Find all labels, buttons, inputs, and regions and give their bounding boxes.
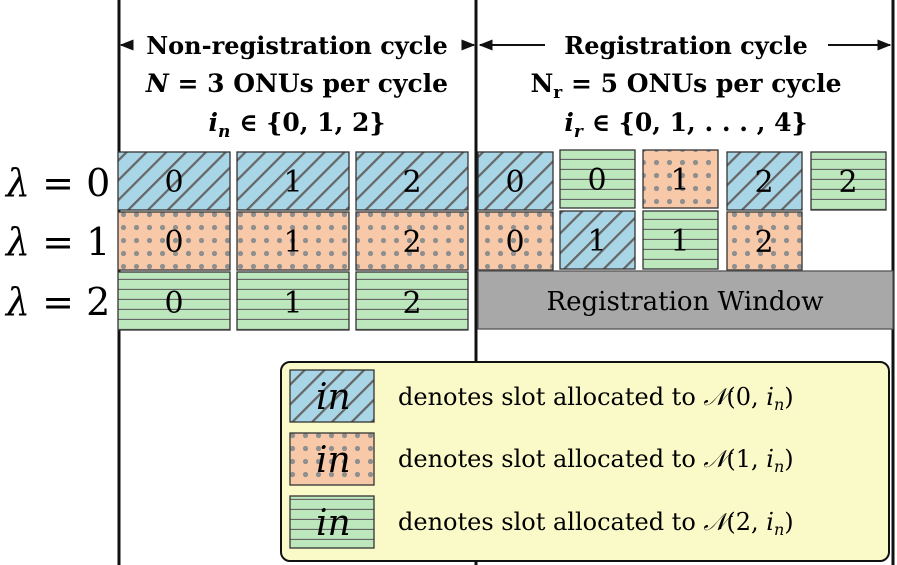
slot-label: 2 — [402, 286, 421, 321]
slot-label: 2 — [402, 225, 421, 260]
reg-ir-line: ir ∈ {0, 1, . . . , 4} — [564, 108, 807, 142]
slot-rect — [117, 211, 231, 271]
legend-text-0: denotes slot allocated to 𝒩(0, in) — [398, 383, 794, 414]
slot-label: 2 — [754, 225, 773, 260]
registration-window-label: Registration Window — [547, 287, 824, 317]
dots-swatch-icon — [289, 432, 375, 486]
slot-rect — [236, 211, 350, 271]
reg-slot-r1-2: 1 — [642, 210, 719, 270]
legend-swatch-label: in — [316, 440, 351, 481]
legend-swatch-label: in — [316, 377, 351, 418]
reg-n-sub: r — [553, 83, 563, 103]
nonreg-header: Non-registration cycle N = 3 ONUs per cy… — [119, 31, 476, 142]
legend-text-2: denotes slot allocated to 𝒩(2, in) — [398, 508, 794, 539]
row-label-lambda-2: λ = 2 — [4, 280, 110, 324]
row-label-lambda-1: λ = 1 — [4, 220, 110, 264]
slot-label: 1 — [283, 165, 302, 200]
hatch-swatch-icon — [289, 369, 375, 423]
nonreg-slot-r0-c0: 0 — [117, 151, 231, 211]
slot-label: 2 — [838, 165, 857, 200]
reg-n-var: N — [530, 69, 553, 98]
reg-slot-r0-2: 1 — [642, 149, 719, 209]
slot-label: 1 — [283, 225, 302, 260]
legend-text-1: denotes slot allocated to 𝒩(1, in) — [398, 445, 794, 476]
nonreg-slot-r1-c0: 0 — [117, 211, 231, 271]
nonreg-n-rest: = 3 ONUs per cycle — [169, 69, 448, 98]
slot-rect — [477, 211, 554, 271]
slot-rect — [810, 151, 887, 211]
reg-slot-r0-0: 0 — [477, 151, 554, 211]
nonreg-slot-r1-c1: 1 — [236, 211, 350, 271]
nonreg-slot-r1-c2: 2 — [355, 211, 469, 271]
nonreg-slot-r0-c1: 1 — [236, 151, 350, 211]
row-label-lambda-0: λ = 0 — [4, 161, 110, 205]
registration-window-rect — [477, 270, 894, 330]
reg-onus-line: Nr = 5 ONUs per cycle — [530, 69, 841, 103]
nonreg-onus-line: N = 3 ONUs per cycle — [145, 69, 448, 98]
slot-label: 0 — [587, 163, 606, 198]
slot-rect — [117, 271, 231, 331]
reg-n-rest: = 5 ONUs per cycle — [562, 69, 841, 98]
slot-label: 1 — [670, 224, 689, 259]
reg-slot-r1-1: 1 — [559, 210, 636, 270]
nonreg-i-var: i — [209, 108, 219, 137]
legend-box — [280, 361, 890, 562]
nonreg-slot-r2-c1: 1 — [236, 271, 350, 331]
reg-header: Registration cycle Nr = 5 ONUs per cycle… — [478, 31, 892, 142]
slot-rect — [726, 211, 803, 271]
slot-rect — [355, 211, 469, 271]
slot-label: 2 — [754, 165, 773, 200]
reg-i-sub: r — [574, 122, 584, 142]
slot-label: 0 — [164, 225, 183, 260]
slot-rect — [355, 151, 469, 211]
legend-item-dots: in denotes slot allocated to 𝒩(1, in) — [289, 432, 794, 486]
slot-rect — [236, 271, 350, 331]
legend-item-hatch: in denotes slot allocated to 𝒩(0, in) — [289, 369, 794, 423]
slot-rect — [236, 151, 350, 211]
slot-label: 0 — [505, 225, 524, 260]
reg-slot-r0-4: 2 — [810, 151, 887, 211]
slot-label: 0 — [164, 286, 183, 321]
slot-rect — [355, 271, 469, 331]
slot-label: 2 — [402, 165, 421, 200]
reg-slot-r0-1: 0 — [559, 149, 636, 209]
slot-rect — [642, 149, 719, 209]
legend: in denotes slot allocated to 𝒩(0, in) in… — [280, 361, 890, 562]
nonreg-slot-r0-c2: 2 — [355, 151, 469, 211]
slot-label: 1 — [283, 286, 302, 321]
registration-window: Registration Window — [477, 270, 894, 330]
reg-ir-rest: ∈ {0, 1, . . . , 4} — [583, 108, 808, 137]
slot-rect — [642, 210, 719, 270]
slot-label: 1 — [670, 163, 689, 198]
nonreg-slot-r2-c2: 2 — [355, 271, 469, 331]
nonreg-slot-r2-c0: 0 — [117, 271, 231, 331]
lines-swatch-icon — [289, 495, 375, 549]
slot-rect — [117, 151, 231, 211]
reg-slot-r0-3: 2 — [726, 151, 803, 211]
nonreg-n-var: N — [145, 69, 170, 98]
slot-rect — [477, 151, 554, 211]
reg-slot-r1-3: 2 — [726, 211, 803, 271]
legend-swatch-label: in — [316, 503, 351, 544]
reg-i-var: i — [564, 108, 574, 137]
legend-item-lines: in denotes slot allocated to 𝒩(2, in) — [289, 495, 794, 549]
nonreg-in-rest: ∈ {0, 1, 2} — [230, 108, 385, 137]
slot-rect — [559, 149, 636, 209]
slot-rect — [559, 210, 636, 270]
nonreg-title: Non-registration cycle — [146, 31, 448, 60]
slot-label: 1 — [587, 224, 606, 259]
slot-rect — [726, 151, 803, 211]
reg-title: Registration cycle — [564, 31, 807, 60]
reg-slot-r1-0: 0 — [477, 211, 554, 271]
nonreg-in-line: in ∈ {0, 1, 2} — [209, 108, 386, 142]
nonreg-i-sub: n — [218, 122, 230, 142]
slot-label: 0 — [164, 165, 183, 200]
slot-label: 0 — [505, 165, 524, 200]
